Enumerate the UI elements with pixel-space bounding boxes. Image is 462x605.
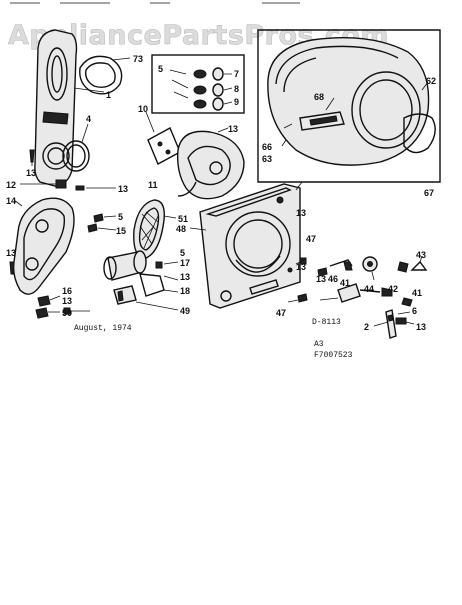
callout-13-bulkhead: 13 (296, 208, 306, 218)
part-44-roller (362, 256, 378, 281)
callout-62: 62 (426, 76, 436, 86)
callout-68: 68 (314, 92, 324, 102)
part-10-plate (145, 111, 181, 165)
callout-13-idler: 13 (416, 322, 426, 332)
callout-63: 63 (262, 154, 272, 164)
part-11-blower-housing (176, 127, 245, 200)
callout-13-lower: 13 (62, 296, 72, 306)
callout-73: 73 (133, 54, 143, 64)
part-4-ring (62, 123, 90, 172)
callout-5-lower: 5 (180, 248, 185, 258)
callout-44: 44 (364, 284, 374, 294)
callout-43: 43 (416, 250, 426, 260)
callout-6: 6 (412, 306, 417, 316)
callout-66: 66 (262, 142, 272, 152)
callout-7: 7 (234, 69, 239, 79)
callout-42: 42 (388, 284, 398, 294)
callout-17: 17 (180, 258, 190, 268)
part-12-bracket (20, 179, 116, 191)
callout-47-upper: 47 (306, 234, 316, 244)
part-43-clip (397, 255, 428, 273)
parts-16-50 (35, 295, 90, 319)
caption-code: D-8113 (312, 318, 341, 327)
callout-67: 67 (424, 188, 434, 198)
caption-rev: A3 (314, 340, 324, 349)
part-51-lint-filter (133, 199, 177, 259)
callout-13-blower: 13 (228, 124, 238, 134)
callout-16: 16 (62, 286, 72, 296)
callout-13-far-left: 13 (6, 248, 16, 258)
callout-8: 8 (234, 84, 239, 94)
part-42-idler (319, 283, 413, 307)
callout-41-lower: 41 (412, 288, 422, 298)
callout-14: 14 (6, 196, 16, 206)
callout-4: 4 (86, 114, 91, 124)
callout-12: 12 (6, 180, 16, 190)
callout-41-upper: 41 (340, 278, 350, 288)
caption-part-no: F7007523 (314, 351, 353, 360)
hardware-box-5-7-8-9 (151, 54, 245, 114)
part-49-switch (113, 285, 179, 311)
callout-18: 18 (180, 286, 190, 296)
callout-5-mid: 5 (118, 212, 123, 222)
callout-9: 9 (234, 97, 239, 107)
callout-11: 11 (148, 180, 158, 190)
part-2-idler-arm (373, 309, 415, 339)
part-17-motor (103, 250, 179, 297)
screws-5-15 (87, 213, 117, 233)
callout-48: 48 (176, 224, 186, 234)
part-48-bulkhead (189, 181, 303, 309)
parts-47-46-41 (287, 257, 353, 303)
callout-13-motor: 13 (180, 272, 190, 282)
part-73-gasket (79, 55, 131, 95)
callout-49: 49 (180, 306, 190, 316)
caption-date: August, 1974 (74, 324, 132, 333)
callout-15: 15 (116, 226, 126, 236)
part-14-duct (12, 197, 75, 295)
callout-5-box: 5 (158, 64, 163, 74)
callout-13-right: 13 (316, 274, 326, 284)
callout-47-lower: 47 (276, 308, 286, 318)
screw-13-lower-left (9, 261, 15, 275)
callout-2: 2 (364, 322, 369, 332)
part-67-drum-box (257, 29, 441, 183)
callout-13-mid-right: 13 (296, 262, 306, 272)
callout-46: 46 (328, 274, 338, 284)
callout-10: 10 (138, 104, 148, 114)
callout-1: 1 (106, 90, 111, 100)
callout-51: 51 (178, 214, 188, 224)
screw-13-left (29, 149, 35, 166)
callout-13-left: 13 (26, 168, 36, 178)
callout-13-bracket: 13 (118, 184, 128, 194)
callout-labels: 73 1 4 13 5 7 8 9 10 13 11 13 12 14 5 15… (6, 54, 436, 332)
callout-50: 50 (62, 308, 72, 318)
